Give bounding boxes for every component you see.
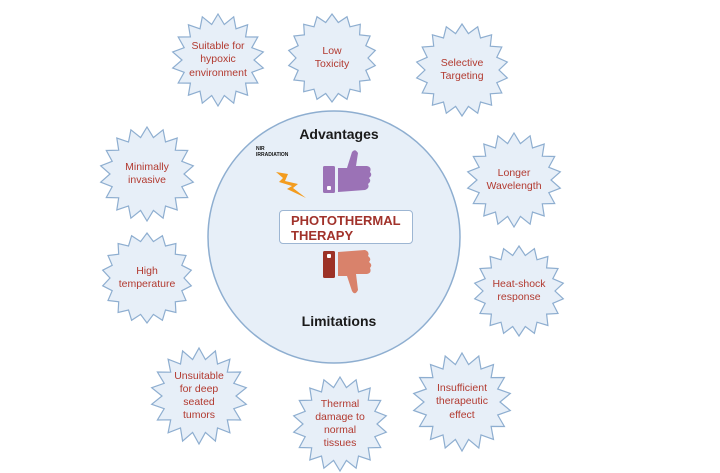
burst-label-hypoxic: Suitable for hypoxic environment: [189, 40, 247, 79]
burst-label-minimally-invasive: Minimally invasive: [125, 160, 169, 186]
burst-hypoxic: [171, 12, 265, 108]
burst-longer-wavelength: [466, 131, 562, 229]
burst-label-thermal-damage: Thermal damage to normal tissues: [315, 397, 365, 450]
burst-high-temperature: [101, 231, 193, 325]
burst-low-toxicity: [287, 12, 377, 104]
burst-label-insufficient-effect: Insufficient therapeutic effect: [436, 382, 488, 421]
burst-insufficient-effect: [412, 351, 512, 453]
burst-thermal-damage: [292, 375, 388, 473]
advantages-heading: Advantages: [299, 126, 379, 142]
burst-selective-targeting: [415, 22, 509, 118]
nir-irradiation-label: NIR IRRADIATION: [256, 146, 289, 158]
burst-heat-shock: [473, 244, 565, 338]
burst-label-low-toxicity: Low Toxicity: [314, 44, 350, 70]
limitations-heading: Limitations: [301, 313, 377, 329]
burst-label-deep-tumors: Unsuitable for deep seated tumors: [174, 369, 224, 422]
burst-label-longer-wavelength: Longer Wavelength: [486, 166, 542, 192]
thumbs-up-icon: [323, 150, 372, 193]
burst-label-heat-shock: Heat-shock response: [492, 277, 546, 303]
burst-minimally-invasive: [99, 125, 195, 223]
lightning-icon: [276, 172, 306, 198]
burst-label-selective-targeting: Selective Targeting: [440, 56, 484, 82]
thumbs-down-icon: [323, 250, 372, 294]
burst-label-high-temperature: High temperature: [118, 264, 176, 290]
burst-deep-tumors: [150, 346, 248, 446]
burst-layer: [99, 12, 565, 473]
photothermal-therapy-title: PHOTOTHERMAL THERAPY: [279, 210, 413, 244]
